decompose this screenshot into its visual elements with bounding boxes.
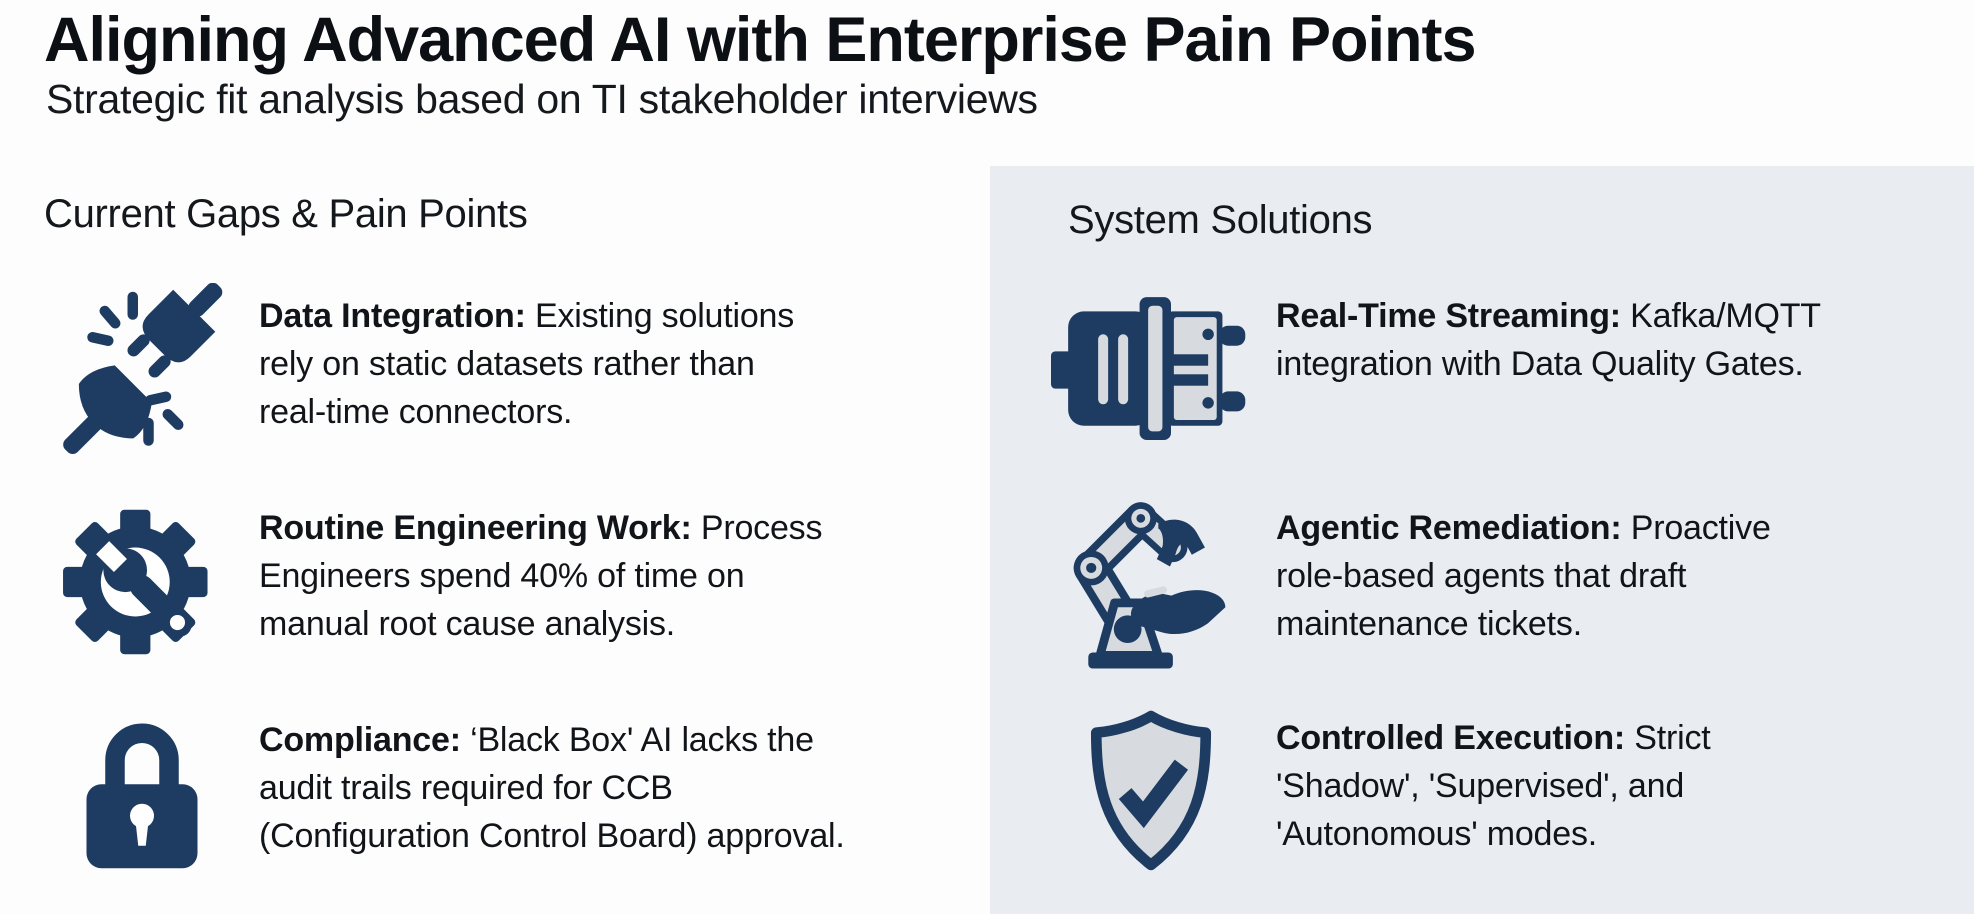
gap-item-lead: Data Integration: bbox=[259, 297, 526, 335]
solution-item-text: Agentic Remediation: Proactive role-base… bbox=[1276, 492, 1974, 648]
solution-item-agentic-remediation: Agentic Remediation: Proactive role-base… bbox=[1046, 492, 1974, 672]
industrial-connector-icon bbox=[1046, 280, 1256, 460]
gap-item-compliance: Compliance: ‘Black Box' AI lacks the aud… bbox=[44, 704, 1079, 884]
gap-item-text: Compliance: ‘Black Box' AI lacks the aud… bbox=[259, 704, 1079, 860]
solution-item-lead: Real-Time Streaming: bbox=[1276, 297, 1621, 335]
gap-item-lead: Routine Engineering Work: bbox=[259, 509, 692, 547]
gap-item-lead: Compliance: bbox=[259, 721, 461, 759]
robot-arm-icon bbox=[1046, 492, 1256, 672]
solutions-column-heading: System Solutions bbox=[1068, 198, 1373, 242]
gap-item-routine-engineering: Routine Engineering Work: Process Engine… bbox=[44, 492, 1079, 672]
solution-item-controlled-execution: Controlled Execution: Strict 'Shadow', '… bbox=[1046, 702, 1974, 882]
solution-item-real-time-streaming: Real-Time Streaming: Kafka/MQTT integrat… bbox=[1046, 280, 1974, 460]
gap-item-rest: Existing solutions rely on static datase… bbox=[259, 297, 795, 431]
gap-item-rest: ‘Black Box' AI lacks the audit trails re… bbox=[259, 721, 845, 855]
shield-check-icon bbox=[1046, 702, 1256, 882]
solution-item-rest: Kafka/MQTT integration with Data Quality… bbox=[1276, 297, 1821, 383]
gap-item-text: Data Integration: Existing solutions rel… bbox=[259, 280, 1079, 436]
solution-item-rest: Proactive role-based agents that draft m… bbox=[1276, 509, 1771, 643]
gap-item-data-integration: Data Integration: Existing solutions rel… bbox=[44, 280, 1079, 460]
solution-item-text: Controlled Execution: Strict 'Shadow', '… bbox=[1276, 702, 1974, 858]
solution-item-text: Real-Time Streaming: Kafka/MQTT integrat… bbox=[1276, 280, 1974, 388]
gaps-column-heading: Current Gaps & Pain Points bbox=[44, 192, 528, 236]
gap-item-text: Routine Engineering Work: Process Engine… bbox=[259, 492, 1079, 648]
solution-item-rest: Strict 'Shadow', 'Supervised', and 'Auto… bbox=[1276, 719, 1711, 853]
solution-item-lead: Agentic Remediation: bbox=[1276, 509, 1622, 547]
page-subtitle: Strategic fit analysis based on TI stake… bbox=[46, 76, 1038, 122]
broken-plug-icon bbox=[44, 280, 239, 460]
solution-item-lead: Controlled Execution: bbox=[1276, 719, 1626, 757]
gear-wrench-icon bbox=[44, 492, 239, 672]
padlock-icon bbox=[44, 704, 239, 884]
page-title: Aligning Advanced AI with Enterprise Pai… bbox=[44, 5, 1477, 75]
gap-item-rest: Process Engineers spend 40% of time on m… bbox=[259, 509, 823, 643]
